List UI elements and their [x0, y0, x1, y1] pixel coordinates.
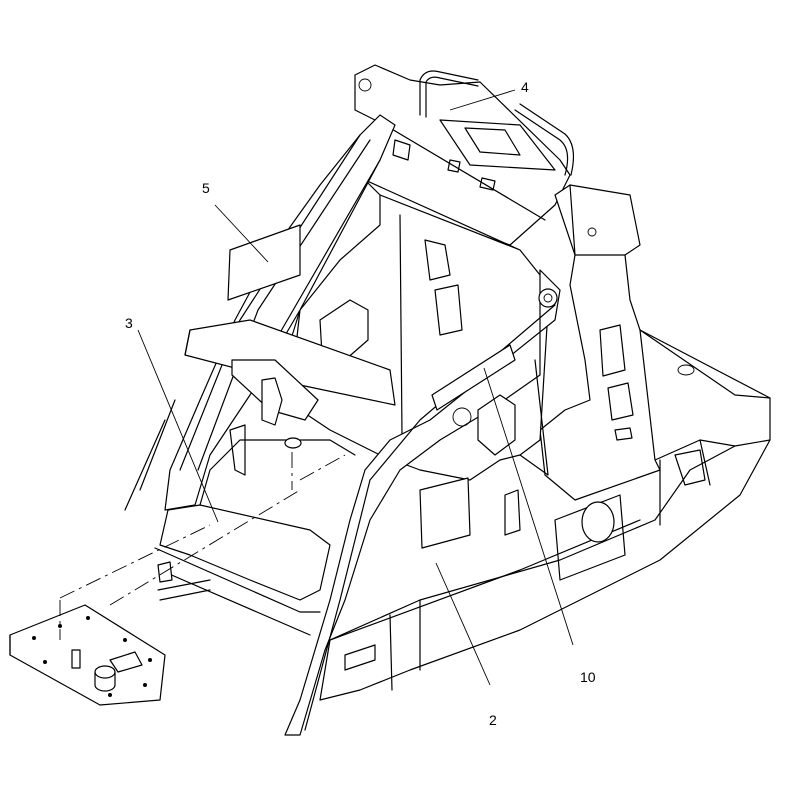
alignment-lines: [59, 452, 346, 640]
crossbar: [184, 319, 396, 426]
callout-5: 5: [202, 180, 210, 196]
callout-4: 4: [521, 79, 529, 95]
front-frame-leg: [284, 269, 561, 736]
leader-lines: [137, 89, 574, 686]
callout-2: 2: [489, 712, 497, 728]
leader-4: [449, 89, 516, 111]
callout-10: 10: [580, 669, 596, 685]
top-bracket: [354, 64, 575, 251]
right-side-plate: [539, 184, 661, 501]
callout-3: 3: [125, 315, 133, 331]
leader-2: [435, 562, 491, 686]
leader-5: [214, 204, 269, 263]
left-frame-leg: [124, 114, 396, 511]
leader-10: [483, 367, 574, 646]
leader-3: [137, 329, 219, 523]
cover-plate: [9, 604, 166, 706]
base-frame: [319, 329, 771, 701]
callout-labels: 4 5 3 10 2: [125, 79, 596, 728]
